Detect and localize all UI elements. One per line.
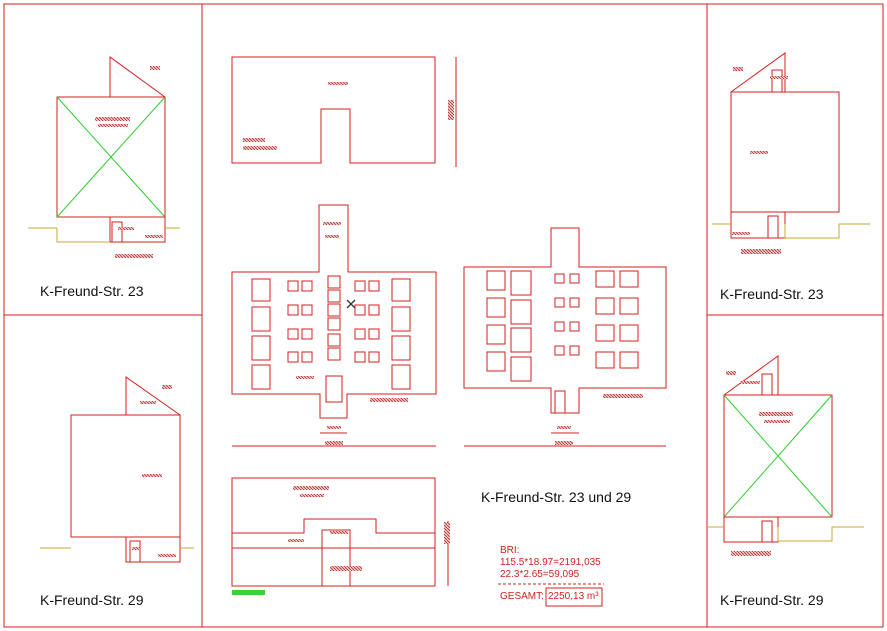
calc-line-2: 22.3*2.65=59,095 bbox=[500, 569, 580, 580]
label-elevation-29-left: K-Freund-Str. 29 bbox=[40, 592, 144, 608]
elevation-bottom bbox=[231, 477, 450, 595]
calc-title: BRI: bbox=[500, 545, 520, 556]
label-roof-plan-23: K-Freund-Str. 23 bbox=[40, 283, 144, 299]
elevation-top bbox=[231, 56, 457, 167]
sheet-frame bbox=[3, 3, 884, 628]
label-center: K-Freund-Str. 23 und 29 bbox=[481, 489, 632, 505]
label-roof-plan-29: K-Freund-Str. 29 bbox=[720, 592, 824, 608]
roof-plan-23 bbox=[28, 56, 180, 258]
calc-total-label: GESAMT: bbox=[500, 591, 544, 602]
label-elevation-23-right: K-Freund-Str. 23 bbox=[720, 286, 824, 302]
floor-plan-29 bbox=[463, 227, 667, 447]
floor-plan-23 bbox=[231, 204, 437, 447]
roof-plan-29 bbox=[708, 355, 864, 556]
elevation-23-right bbox=[712, 52, 870, 254]
elevation-29-left bbox=[40, 376, 194, 563]
calc-line-1: 115.5*18.97=2191,035 bbox=[500, 557, 601, 568]
calc-box-lines bbox=[498, 583, 604, 607]
calc-total-value: 2250,13 m³ bbox=[548, 591, 599, 602]
